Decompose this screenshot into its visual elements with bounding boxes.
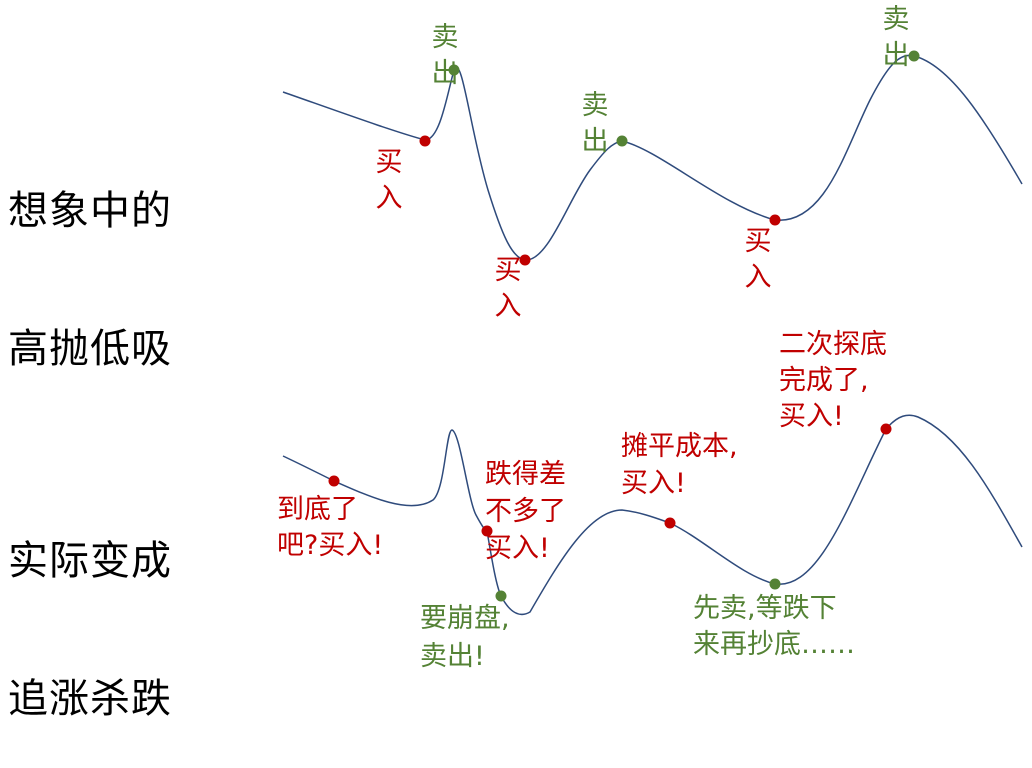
actual-sell-point-5 xyxy=(769,578,781,590)
actual-label-line: 买入! xyxy=(485,533,550,564)
ideal-sell-label-6: 卖出 xyxy=(883,4,910,71)
ideal-buy-label-5: 买入 xyxy=(745,226,772,293)
ideal-label-line: 入 xyxy=(376,183,403,214)
actual-label-line: 吧?买入! xyxy=(277,530,383,561)
ideal-buy-point-1 xyxy=(419,135,431,147)
actual-label-line: 买入! xyxy=(779,401,844,432)
ideal-buy-label-1: 买入 xyxy=(376,147,403,214)
ideal-price-curve xyxy=(282,54,1023,261)
ideal-buy-point-3 xyxy=(519,254,531,266)
actual-label-line: 不多了 xyxy=(485,496,566,527)
ideal-label-line: 出 xyxy=(432,58,459,89)
actual-buy-point-2 xyxy=(481,525,493,537)
actual-label-line: 摊平成本, xyxy=(621,431,738,462)
ideal-label-line: 卖 xyxy=(883,4,910,35)
actual-sell-label-5: 先卖,等跌下来再抄底…… xyxy=(693,593,855,660)
ideal-label-line: 卖 xyxy=(432,22,459,53)
ideal-sell-point-4 xyxy=(616,135,628,147)
actual-label-line: 要崩盘, xyxy=(420,603,510,634)
actual-buy-point-6 xyxy=(880,423,892,435)
actual-label-line: 来再抄底…… xyxy=(693,629,855,660)
actual-sell-label-3: 要崩盘, 卖出! xyxy=(420,603,510,672)
ideal-sell-point-2 xyxy=(448,64,460,76)
actual-markers: 到底了吧?买入!跌得差不多了买入!要崩盘,卖出!摊平成本,买入!先卖,等跌下来再… xyxy=(277,329,892,672)
actual-buy-point-1 xyxy=(328,475,340,487)
actual-buy-label-6: 二次探底完成了, 买入! xyxy=(779,329,887,432)
actual-label-line: 二次探底 xyxy=(779,329,887,360)
actual-buy-point-4 xyxy=(664,517,676,529)
actual-label-line: 跌得差 xyxy=(485,459,566,490)
ideal-sell-label-2: 卖出 xyxy=(432,22,459,89)
ideal-label-line: 买 xyxy=(495,255,522,286)
ideal-label-line: 出 xyxy=(883,40,910,71)
actual-label-line: 完成了, xyxy=(779,365,869,396)
actual-label-line: 买入! xyxy=(621,468,686,499)
ideal-label-line: 出 xyxy=(582,126,609,157)
actual-buy-label-4: 摊平成本, 买入! xyxy=(621,431,738,499)
actual-label-line: 先卖,等跌下 xyxy=(693,593,837,624)
top-heading-line-1: 想象中的 xyxy=(8,188,172,234)
actual-label-line: 到底了 xyxy=(277,494,358,525)
bottom-heading-line-1: 实际变成 xyxy=(8,538,172,584)
ideal-buy-label-3: 买入 xyxy=(495,255,522,322)
actual-label-line: 卖出! xyxy=(420,641,485,672)
top-heading: 想象中的 高抛低吸 xyxy=(8,96,172,418)
ideal-sell-point-6 xyxy=(908,50,920,62)
ideal-buy-point-5 xyxy=(769,214,781,226)
ideal-label-line: 入 xyxy=(495,291,522,322)
ideal-label-line: 卖 xyxy=(582,90,609,121)
actual-sell-point-3 xyxy=(495,590,507,602)
top-heading-line-2: 高抛低吸 xyxy=(8,326,172,372)
ideal-sell-label-4: 卖出 xyxy=(582,90,609,157)
ideal-label-line: 入 xyxy=(745,262,772,293)
ideal-label-line: 买 xyxy=(376,147,403,178)
actual-buy-label-2: 跌得差不多了买入! xyxy=(485,459,566,564)
ideal-label-line: 买 xyxy=(745,226,772,257)
actual-buy-label-1: 到底了吧?买入! xyxy=(277,494,383,561)
